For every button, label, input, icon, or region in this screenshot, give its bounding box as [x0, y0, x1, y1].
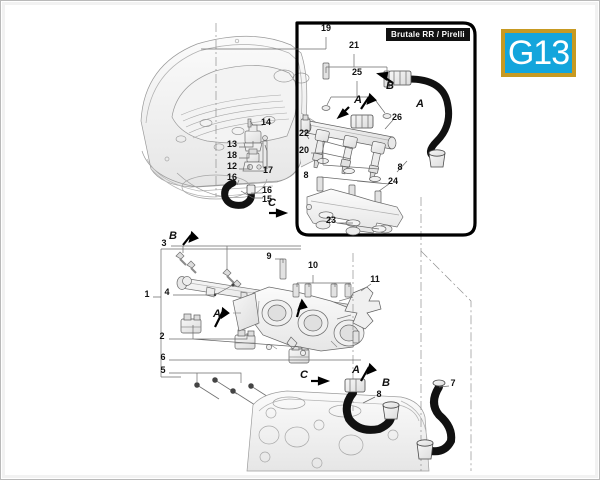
- throttle-body-assembly: [232, 286, 365, 356]
- callout-number: 25: [352, 67, 362, 77]
- callout-number: 19: [321, 23, 331, 33]
- sensor-bracket-group: [242, 118, 268, 172]
- cable-bracket-11: [336, 286, 382, 344]
- bolt-group-10: [292, 283, 352, 298]
- hose-7: [416, 379, 456, 460]
- section-marker: B: [382, 377, 390, 389]
- section-marker: C: [300, 369, 309, 381]
- callout-number: 23: [326, 215, 336, 225]
- callout-number: 4: [164, 287, 169, 297]
- section-marker: B: [169, 230, 177, 242]
- callout-number: 18: [227, 150, 237, 160]
- callout-number: 8: [376, 389, 381, 399]
- bolt-group-3: [175, 251, 242, 288]
- section-marker: B: [386, 80, 394, 92]
- bolt-group-24: [316, 176, 382, 206]
- callout-number: 16: [262, 185, 272, 195]
- variant-label: Brutale RR / Pirelli: [386, 28, 470, 41]
- callout-number: 2: [159, 331, 164, 341]
- callout-number: 11: [370, 274, 380, 284]
- callout-number: 9: [266, 251, 271, 261]
- inset-connector-a: [350, 114, 374, 129]
- callout-number: 5: [160, 365, 165, 375]
- callout-number: 24: [388, 176, 398, 186]
- callout-number: 1: [144, 289, 149, 299]
- section-marker: C: [268, 197, 277, 209]
- callout-number: 22: [299, 128, 309, 138]
- callout-number: 12: [227, 161, 237, 171]
- injector-group-20: [312, 129, 386, 181]
- callout-number: 26: [392, 112, 402, 122]
- callout-number: 6: [160, 352, 165, 362]
- callout-number: 8: [397, 162, 402, 172]
- callout-number: 15: [262, 194, 272, 204]
- callout-number: 8: [303, 170, 308, 180]
- callout-number: 14: [261, 117, 271, 127]
- callout-number: 21: [349, 40, 359, 50]
- callout-number: 10: [308, 260, 318, 270]
- section-marker: A: [353, 94, 362, 106]
- callout-number: 13: [227, 139, 237, 149]
- plate-code-badge: G13: [501, 29, 576, 77]
- callout-number: 20: [299, 145, 309, 155]
- connector-22: [300, 114, 311, 132]
- section-marker: A: [212, 308, 221, 320]
- hose-16: [221, 179, 256, 209]
- inset-hose-8: [388, 70, 453, 168]
- screw-group-5: [194, 377, 274, 406]
- section-marker: A: [351, 364, 360, 376]
- callout-number: 7: [450, 378, 455, 388]
- callout-number: 17: [263, 165, 273, 175]
- callout-number: 16: [227, 172, 237, 182]
- section-marker: A: [415, 98, 424, 110]
- washer-group: [317, 158, 381, 182]
- hose-8: [342, 378, 400, 434]
- callout-number: 3: [161, 238, 166, 248]
